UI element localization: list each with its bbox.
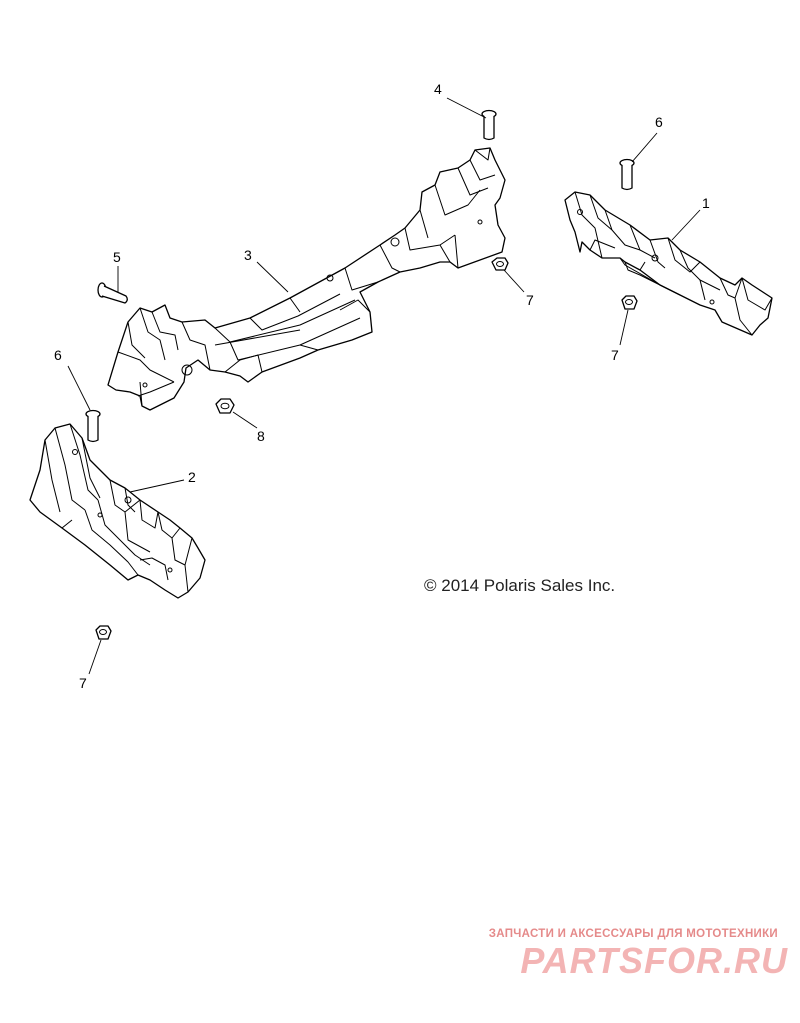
watermark-tagline: ЗАПЧАСТИ И АКСЕССУАРЫ ДЛЯ МОТОТЕХНИКИ [488,928,778,940]
copyright-notice: © 2014 Polaris Sales Inc. [424,576,616,595]
bolt-part-6-right [619,158,635,191]
callout-3: 3 [244,247,252,263]
bolt-part-5 [97,282,128,304]
center-bracket-part-3 [107,147,506,411]
callout-2: 2 [188,469,196,485]
watermark-logo: PARTSFOR.RU [520,940,788,981]
callout-4: 4 [434,81,442,97]
leader-lines [67,97,701,675]
callout-6-right: 6 [655,114,663,130]
nut-part-8 [215,398,235,414]
callout-labels: 1 2 3 4 5 6 6 7 7 7 8 [54,81,710,691]
callout-5: 5 [113,249,121,265]
right-bracket-part-1 [564,191,773,336]
callout-8: 8 [257,428,265,444]
callout-7-lower: 7 [79,675,87,691]
bolt-part-6-left [85,409,101,443]
nut-part-7-lower [95,625,112,640]
nut-part-7-right [621,295,638,310]
callout-7-center: 7 [526,292,534,308]
nut-part-7-center [491,257,509,271]
callout-7-right: 7 [611,347,619,363]
bolt-part-4 [481,109,497,141]
callout-6-left: 6 [54,347,62,363]
callout-1: 1 [702,195,710,211]
left-bracket-part-2 [29,423,206,599]
